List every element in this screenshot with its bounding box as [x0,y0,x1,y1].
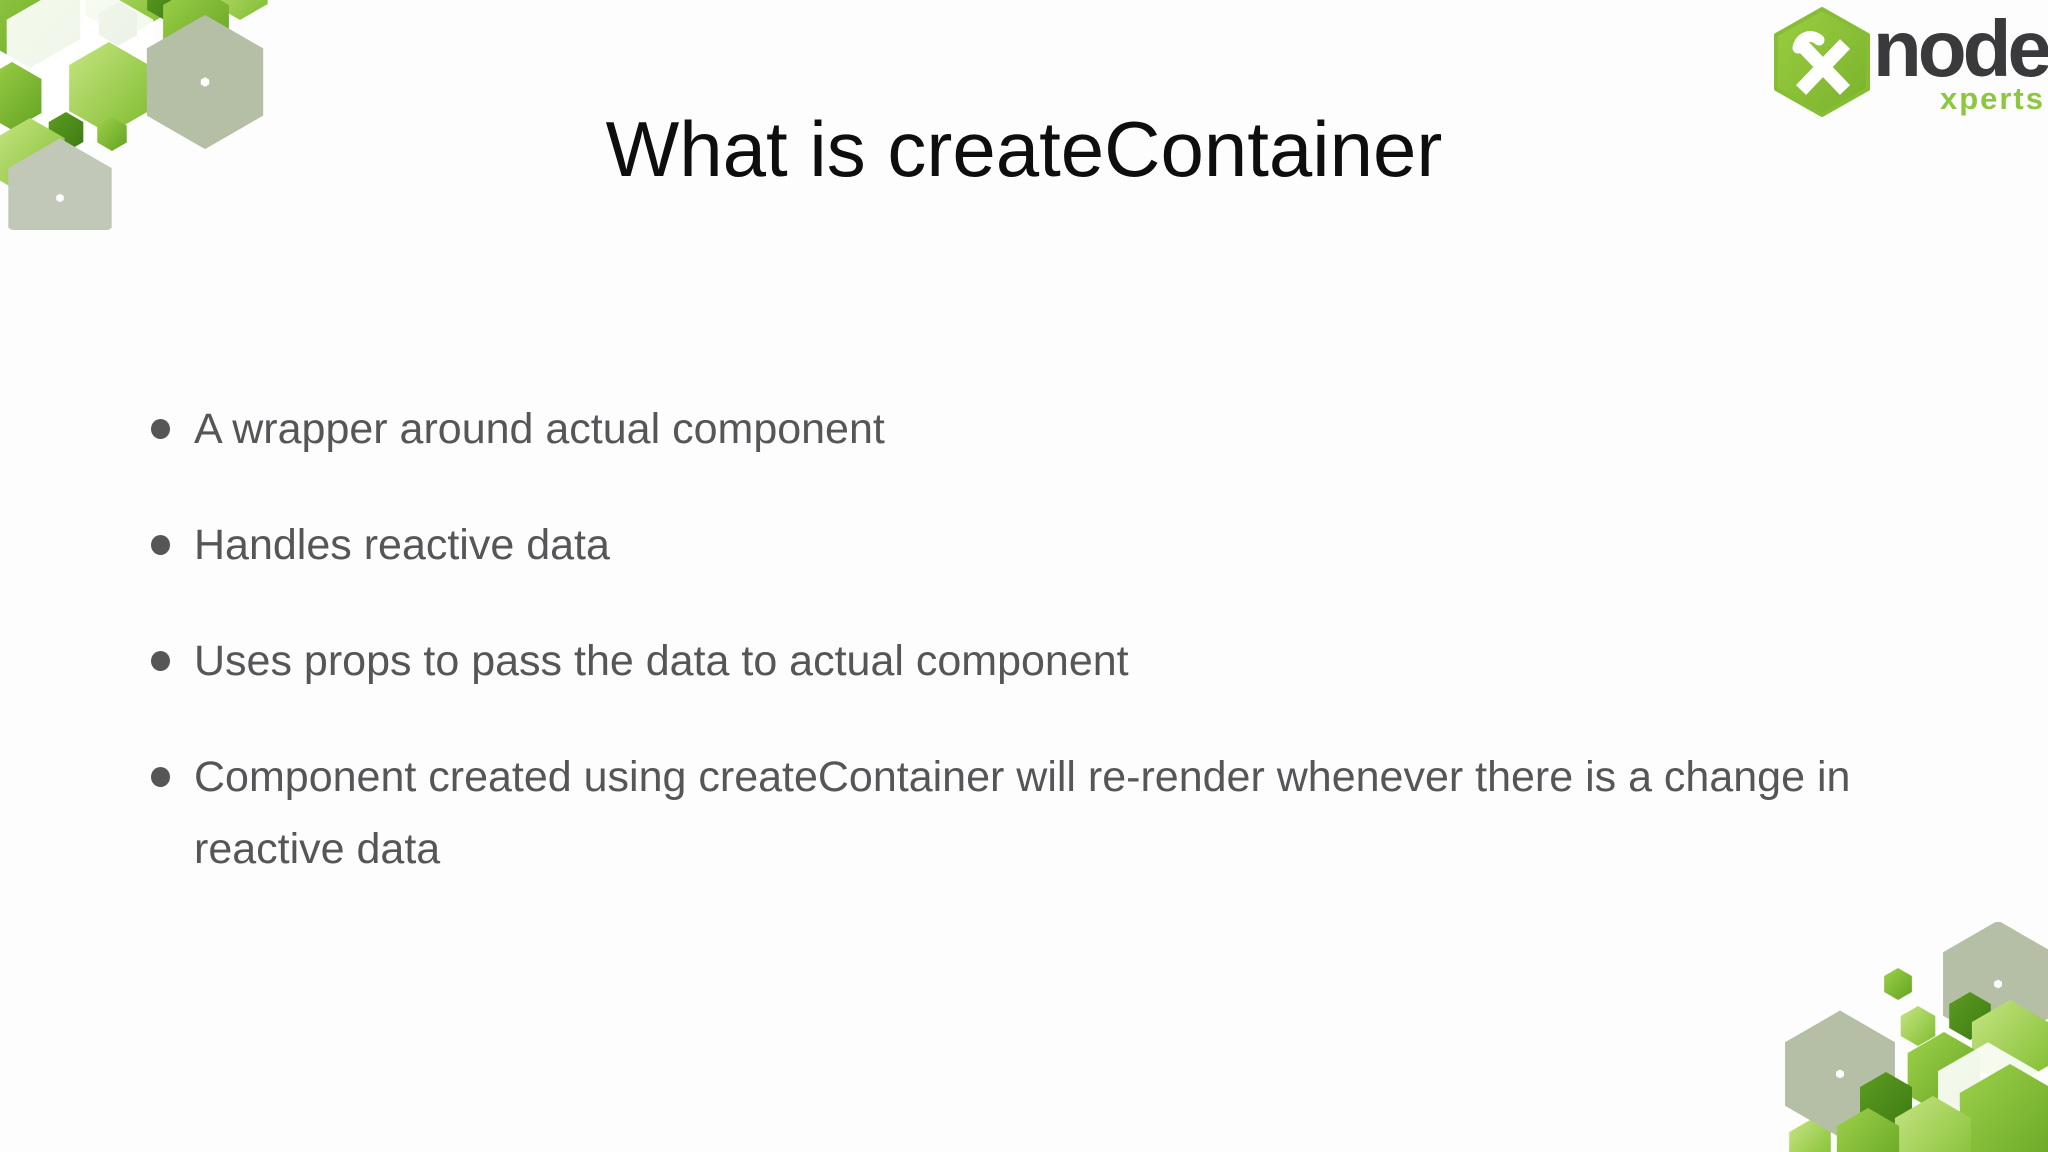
hexagon-decoration-bottom-right [1748,922,2048,1152]
slide-title: What is createContainer [605,105,1443,193]
logo-suffix: xperts [1939,81,2045,117]
rx-hexagon-icon [1773,7,1870,117]
logo-wordmark: node xperts [1872,4,2048,117]
logo-name: node [1872,4,2048,93]
nodexperts-logo: node xperts [1771,4,2048,120]
bullet-item: A wrapper around actual component [146,393,1906,465]
bullet-item: Uses props to pass the data to actual co… [146,625,1906,697]
bullet-item: Handles reactive data [146,509,1906,581]
bullet-list: A wrapper around actual component Handle… [146,393,1906,929]
bullet-item: Component created using createContainer … [146,741,1906,885]
